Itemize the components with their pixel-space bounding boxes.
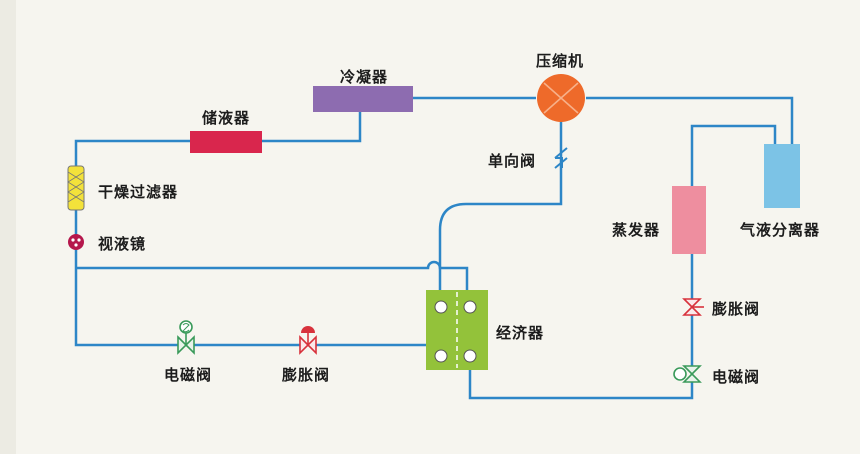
solenoid-left-label: 电磁阀 [164, 366, 213, 384]
sight-glass-label: 视液镜 [98, 235, 147, 253]
compressor-label: 压缩机 [536, 52, 585, 70]
filter-drier-label: 干燥过滤器 [98, 183, 179, 201]
pipe-evaporator-separator [690, 124, 777, 186]
expansion-valve-right-icon [682, 298, 704, 316]
pipe-condenser-receiver [262, 112, 362, 143]
filter-drier-icon [67, 165, 85, 211]
solenoid-valve-left-icon [177, 320, 195, 355]
receiver-label: 储液器 [202, 109, 251, 127]
pipe-branch-economizer [76, 260, 469, 290]
check-valve-label: 单向阀 [488, 152, 537, 170]
economizer-label: 经济器 [496, 324, 545, 342]
sight-glass-icon [68, 234, 84, 250]
pipe-compressor-separator [586, 96, 794, 144]
separator-label: 气液分离器 [740, 221, 821, 239]
condenser-icon [313, 86, 413, 112]
receiver-icon [190, 131, 262, 153]
pipe-economizer-evaporator [468, 254, 694, 400]
compressor-icon [537, 74, 585, 122]
evaporator-icon [672, 186, 706, 254]
expansion-right-label: 膨胀阀 [712, 300, 761, 318]
evaporator-label: 蒸发器 [612, 221, 661, 239]
separator-icon [764, 144, 800, 208]
expansion-valve-left-icon [299, 326, 317, 355]
solenoid-valve-right-icon [673, 365, 702, 383]
expansion-left-label: 膨胀阀 [282, 366, 331, 384]
page-edge [0, 0, 16, 454]
solenoid-right-label: 电磁阀 [712, 368, 761, 386]
pipe-economizer-compressor [438, 112, 563, 290]
economizer-icon [426, 290, 488, 370]
check-valve-icon [554, 147, 568, 169]
condenser-label: 冷凝器 [340, 68, 389, 86]
